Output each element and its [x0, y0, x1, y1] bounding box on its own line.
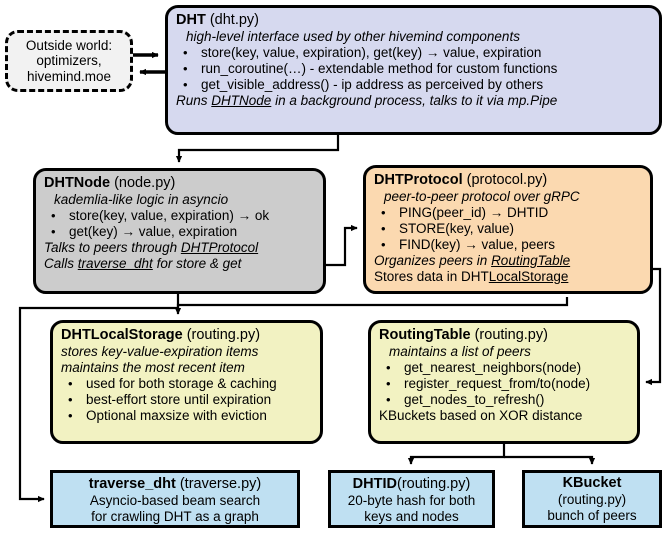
dhtprotocol-subtitle: peer-to-peer protocol over gRPC: [384, 189, 580, 205]
dht-bullet-list: store(key, value, expiration), get(key) …: [176, 45, 651, 93]
dhtprotocol-footer1-link-routingtable[interactable]: RoutingTable: [491, 252, 571, 268]
wire-outside-to-dht: [133, 51, 165, 76]
traverse-line-2: for crawling DHT as a graph: [91, 509, 259, 525]
outside-line-2: optimizers,: [36, 53, 102, 69]
routingtable-bullet-1: get_nearest_neighbors(node): [379, 360, 629, 376]
dhtid-line-1: 20-byte hash for both: [347, 493, 476, 509]
dht-footer: Runs DHTNode in a background process, ta…: [176, 93, 651, 109]
dhtnode-file: (node.py): [114, 175, 176, 191]
traverse-file: (traverse.py): [179, 476, 262, 492]
routingtable-title: RoutingTable (routing.py): [379, 327, 629, 344]
outside-line-1: Outside world:: [25, 38, 113, 54]
routingtable-bullet-2: register_request_from/to(node): [379, 376, 629, 392]
dhtprotocol-title: DHTProtocol (protocol.py): [374, 172, 642, 189]
node-dht[interactable]: DHT (dht.py) high-level interface used b…: [165, 5, 662, 135]
dht-bullet-1: store(key, value, expiration), get(key) …: [176, 45, 651, 61]
localstorage-title: DHTLocalStorage (routing.py): [61, 327, 312, 344]
dhtid-title: DHTID(routing.py): [331, 476, 492, 493]
dhtnode-bullet-list: store(key, value, expiration) → ok get(k…: [44, 208, 315, 240]
dht-title: DHT (dht.py): [176, 12, 651, 29]
node-outside-world[interactable]: Outside world: optimizers, hivemind.moe: [5, 30, 133, 92]
dhtprotocol-file: (protocol.py): [466, 172, 548, 188]
dhtnode-bullet-2: get(key) → value, expiration: [44, 224, 315, 240]
dhtnode-footer1-link-dhtprotocol[interactable]: DHTProtocol: [180, 239, 259, 255]
dht-footer-post: in a background process, talks to it via…: [271, 92, 558, 108]
dhtnode-bullet-1: store(key, value, expiration) → ok: [44, 208, 315, 224]
node-kbucket[interactable]: KBucket (routing.py) bunch of peers: [522, 470, 662, 528]
node-dhtnode[interactable]: DHTNode (node.py) kademlia-like logic in…: [33, 168, 326, 294]
dhtid-file: (routing.py): [396, 476, 471, 492]
node-dhtlocalstorage[interactable]: DHTLocalStorage (routing.py) stores key-…: [50, 320, 323, 444]
routingtable-bullet-3: get_nodes_to_refresh(): [379, 392, 629, 408]
dhtprotocol-bullet-list: PING(peer_id) → DHTID STORE(key, value) …: [374, 205, 642, 253]
dhtprotocol-footer1-pre: Organizes peers in: [374, 252, 492, 268]
dhtid-name: DHTID: [352, 476, 397, 492]
dhtnode-title: DHTNode (node.py): [44, 175, 315, 192]
wire-dhtprotocol-to-localstorage: [174, 297, 569, 315]
outside-line-3: hivemind.moe: [26, 68, 112, 84]
dht-file: (dht.py): [209, 12, 260, 28]
localstorage-bullet-2: best-effort store until expiration: [61, 392, 312, 408]
dhtnode-footer-1: Talks to peers through DHTProtocol: [44, 240, 315, 256]
dhtnode-footer-2: Calls traverse_dht for store & get: [44, 256, 315, 272]
dht-subtitle: high-level interface used by other hivem…: [186, 29, 520, 45]
routingtable-bullet-list: get_nearest_neighbors(node) register_req…: [379, 360, 629, 408]
dht-bullet-2: run_coroutine(…) - extendable method for…: [176, 61, 651, 77]
dhtid-line-2: keys and nodes: [364, 509, 459, 525]
dhtprotocol-footer-1: Organizes peers in RoutingTable: [374, 253, 642, 269]
dht-footer-pre: Runs: [176, 92, 212, 108]
dht-bullet-3: get_visible_address() - ip address as pe…: [176, 77, 651, 93]
dht-footer-link-dhtnode[interactable]: DHTNode: [211, 92, 272, 108]
routingtable-footer: KBuckets based on XOR distance: [379, 407, 583, 423]
dhtprotocol-name: DHTProtocol: [374, 172, 463, 188]
node-traverse-dht[interactable]: traverse_dht (traverse.py) Asyncio-based…: [50, 470, 300, 528]
dht-name: DHT: [176, 12, 206, 28]
node-dhtid[interactable]: DHTID(routing.py) 20-byte hash for both …: [328, 470, 495, 528]
dhtprotocol-footer2-pre: Stores data in DHT: [374, 268, 489, 284]
dhtnode-subtitle: kademlia-like logic in asyncio: [54, 192, 229, 208]
kbucket-title: KBucket: [562, 475, 622, 491]
dhtprotocol-footer-2: Stores data in DHTLocalStorage: [374, 269, 642, 285]
localstorage-bullet-list: used for both storage & caching best-eff…: [61, 376, 312, 424]
dhtprotocol-bullet-2: STORE(key, value): [374, 221, 642, 237]
localstorage-bullet-3: Optional maxsize with eviction: [61, 408, 312, 424]
dhtprotocol-bullet-3: FIND(key) → value, peers: [374, 237, 642, 253]
dhtnode-footer2-link-traverse-dht[interactable]: traverse_dht: [77, 255, 153, 271]
dhtnode-name: DHTNode: [44, 175, 111, 191]
routingtable-name: RoutingTable: [379, 327, 471, 343]
routingtable-subtitle: maintains a list of peers: [389, 344, 531, 360]
traverse-title: traverse_dht (traverse.py): [53, 476, 297, 493]
dhtnode-footer2-post: for store & get: [152, 255, 242, 271]
localstorage-name: DHTLocalStorage: [61, 327, 183, 343]
localstorage-subtitle-2: maintains the most recent item: [61, 360, 245, 376]
traverse-name: traverse_dht: [88, 476, 176, 492]
localstorage-bullet-1: used for both storage & caching: [61, 376, 312, 392]
routingtable-file: (routing.py): [474, 327, 548, 343]
node-dhtprotocol[interactable]: DHTProtocol (protocol.py) peer-to-peer p…: [363, 165, 653, 294]
kbucket-line-1: bunch of peers: [547, 508, 637, 524]
localstorage-subtitle-1: stores key-value-expiration items: [61, 344, 259, 360]
localstorage-file: (routing.py): [186, 327, 261, 343]
kbucket-file: (routing.py): [557, 492, 627, 508]
wire-dht-to-dhtnode: [175, 135, 340, 163]
dhtprotocol-footer2-link-localstorage[interactable]: LocalStorage: [488, 268, 569, 284]
traverse-line-1: Asyncio-based beam search: [89, 493, 261, 509]
dhtnode-footer1-pre: Talks to peers through: [44, 239, 181, 255]
dhtprotocol-bullet-1: PING(peer_id) → DHTID: [374, 205, 642, 221]
node-routingtable[interactable]: RoutingTable (routing.py) maintains a li…: [368, 320, 640, 444]
wire-routingtable-to-leaves: [407, 444, 596, 465]
dhtnode-footer2-pre: Calls: [44, 255, 78, 271]
